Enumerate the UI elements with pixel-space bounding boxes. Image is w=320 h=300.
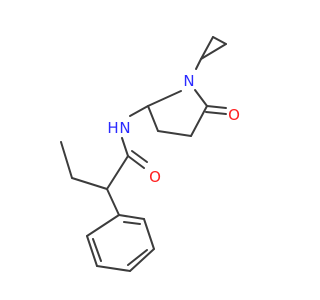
ethyl-group xyxy=(60,141,108,190)
bond-co-o-2 xyxy=(131,150,148,163)
amide-nitrogen-label: N xyxy=(119,119,130,137)
phenyl-bond-5 xyxy=(86,235,98,267)
amide-oxygen-label: O xyxy=(149,168,161,186)
bond-c4-c5 xyxy=(190,105,208,137)
ring-oxygen-label: O xyxy=(228,106,240,124)
phenyl-inner-2 xyxy=(127,249,148,266)
bond-nh-co xyxy=(121,137,129,157)
bond-c2-c3 xyxy=(147,105,159,132)
bond-ring-carbonyl-2 xyxy=(205,111,227,115)
bond-ch2-ch3 xyxy=(60,141,73,179)
phenyl-bond-2 xyxy=(143,218,155,250)
phenyl-bond-3 xyxy=(129,248,155,272)
bond-ca-phenyl xyxy=(106,188,120,216)
phenyl-bond-6 xyxy=(86,214,120,237)
molecule-structure-diagram: N O N H O xyxy=(60,36,240,272)
phenyl-bond-1 xyxy=(118,214,145,220)
bond-n-cyclopropyl xyxy=(195,58,202,70)
bond-ring-carbonyl-1 xyxy=(206,105,227,109)
bond-ca-ch2 xyxy=(71,177,108,190)
phenyl-ring xyxy=(86,214,155,272)
bond-c3-nh xyxy=(129,105,149,117)
bond-co-o-1 xyxy=(127,155,145,169)
bond-cp-base xyxy=(212,36,227,45)
amide-hydrogen-label: H xyxy=(107,119,118,137)
bond-c3-c4 xyxy=(157,130,192,137)
bond-co-ca xyxy=(106,155,129,190)
phenyl-inner-1 xyxy=(123,221,141,225)
phenyl-inner-3 xyxy=(92,238,102,262)
pyrrolidinone-ring xyxy=(147,89,227,137)
cyclopropyl-ring xyxy=(200,36,227,60)
phenyl-bond-4 xyxy=(96,265,131,272)
bond-cp-apex-right xyxy=(200,43,227,60)
amide-group xyxy=(106,137,148,190)
ring-nitrogen-label: N xyxy=(183,72,194,90)
bond-n-c2 xyxy=(147,90,182,107)
bond-cp-apex-left xyxy=(200,36,214,60)
bond-c5-n xyxy=(194,89,208,107)
